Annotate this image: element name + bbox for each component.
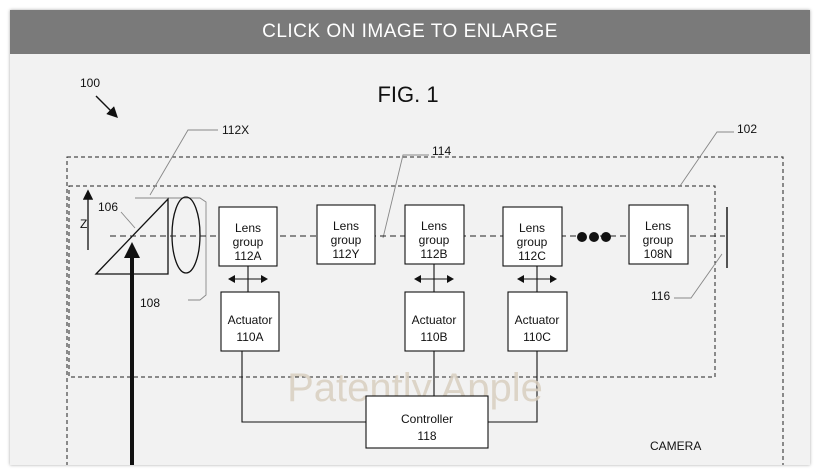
continuation-dot-2: [589, 232, 599, 242]
controller-line2: 118: [417, 429, 436, 443]
ref-112x: 112X: [222, 123, 249, 137]
figure-title: FIG. 1: [377, 82, 438, 107]
lens-group-112y: [316, 204, 376, 265]
actuator-110b: [404, 291, 465, 352]
actuator-110a-line2: 110A: [236, 330, 263, 344]
lens-group-112a-line3: 112A: [234, 249, 261, 263]
lens-group-112y-line1: Lens: [333, 219, 359, 233]
lens-group-108n-line2: group: [643, 233, 674, 247]
lens-group-112c-line3: 112C: [518, 249, 546, 263]
ref-106: 106: [98, 200, 118, 214]
actuator-110a-line1: Actuator: [228, 313, 273, 327]
prism-bracket: [135, 197, 207, 301]
leader-112x: [149, 129, 218, 196]
actuator-110b-line1: Actuator: [412, 313, 457, 327]
ref-108: 108: [140, 296, 160, 310]
lens-group-108n-line3: 108N: [644, 247, 673, 261]
enlarge-banner[interactable]: CLICK ON IMAGE TO ENLARGE: [10, 10, 810, 54]
camera-label: CAMERA: [650, 439, 701, 453]
actuator-110b-line2: 110B: [420, 330, 447, 344]
leader-102: [679, 131, 734, 187]
actuator-110c: [507, 291, 568, 352]
lens-group-112b: [404, 204, 465, 265]
actuator-110c-line1: Actuator: [515, 313, 560, 327]
ref-114: 114: [432, 144, 451, 158]
camera-boundary: [66, 156, 784, 465]
ref-100: 100: [80, 76, 100, 90]
fig1-diagram: FIG. 1 100 112X 114 102 116 Z 106 108: [66, 76, 784, 465]
continuation-dot-1: [577, 232, 587, 242]
lens-group-112c-line1: Lens: [519, 221, 545, 235]
ref-100-arrow: [95, 95, 118, 118]
leader-106: [120, 211, 136, 229]
actuator-110a: [220, 291, 280, 352]
ref-102: 102: [737, 122, 757, 136]
lens-group-112c: [502, 206, 563, 267]
lens-group-108n-line1: Lens: [645, 219, 671, 233]
wire-110a-controller: [241, 351, 366, 423]
module-boundary: [68, 185, 716, 378]
z-axis-label: Z: [80, 217, 87, 231]
controller-line1: Controller: [401, 412, 453, 426]
lens-group-112b-line1: Lens: [421, 219, 447, 233]
motion-arrow-b: [414, 264, 454, 292]
patent-figure-frame[interactable]: CLICK ON IMAGE TO ENLARGE FIG. 1 100 112…: [10, 10, 810, 465]
lens-group-112y-line3: 112Y: [332, 247, 359, 261]
lens-group-112y-line2: group: [331, 233, 362, 247]
leader-116: [674, 253, 723, 299]
ref-116: 116: [651, 289, 670, 303]
actuator-110c-line2: 110C: [523, 330, 551, 344]
motion-arrow-c: [517, 266, 557, 292]
motion-arrow-a: [228, 266, 268, 292]
controller-118: [365, 395, 489, 449]
lens-group-112b-line2: group: [419, 233, 450, 247]
lens-group-112a-line1: Lens: [235, 221, 261, 235]
continuation-dot-3: [601, 232, 611, 242]
lens-group-108n: [628, 204, 689, 265]
lens-group-112b-line3: 112B: [420, 247, 447, 261]
light-arrow-head: [124, 242, 140, 258]
wire-110c-controller: [488, 351, 538, 423]
lens-group-112a-line2: group: [233, 235, 264, 249]
lens-108-shape: [171, 196, 201, 274]
lens-group-112c-line2: group: [517, 235, 548, 249]
leader-114: [382, 154, 429, 239]
